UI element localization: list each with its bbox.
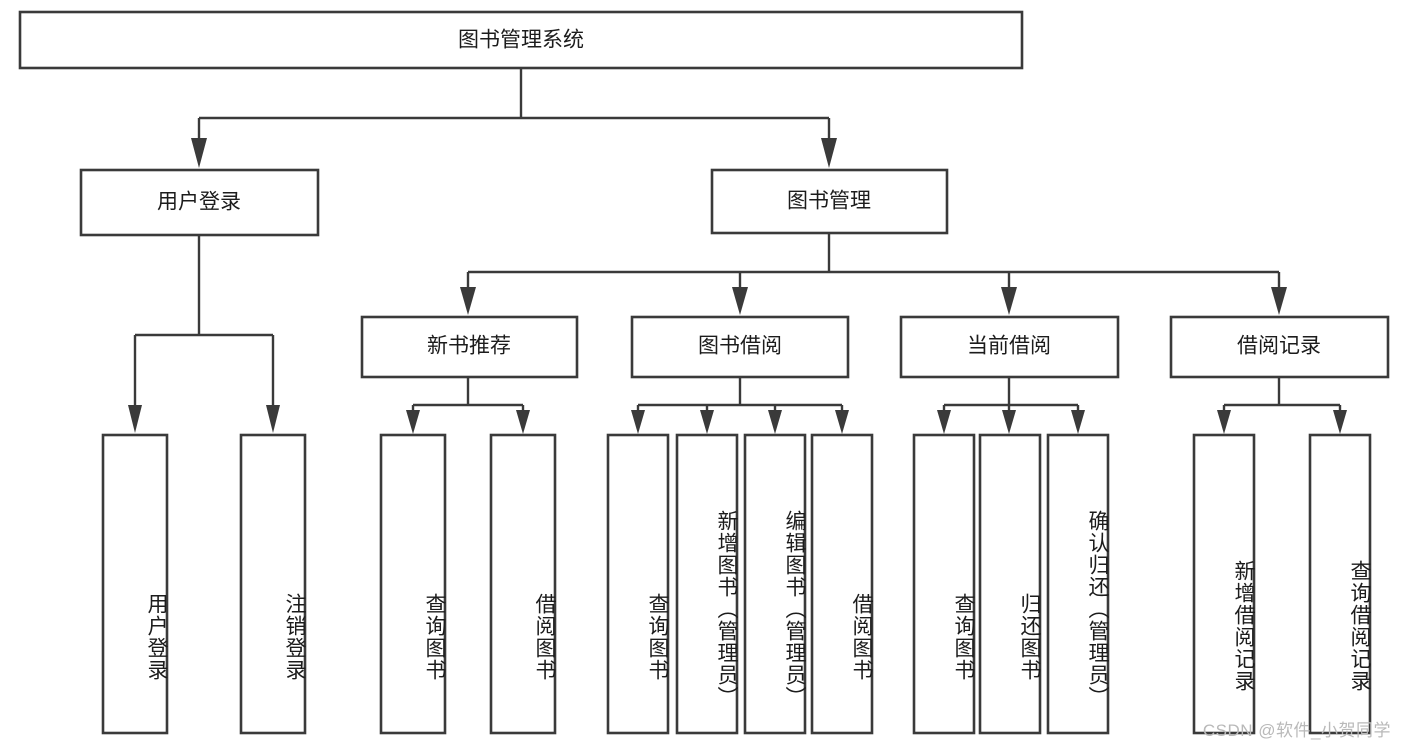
arrow-head-icon — [1002, 410, 1016, 434]
connector-currentborrow-to-leaves — [937, 377, 1085, 434]
node-root[interactable]: 图书管理系统 — [18, 10, 1024, 70]
connector-bookmgmt-to-level2 — [460, 233, 1287, 315]
leaf-box-borrow-book-2[interactable] — [810, 433, 874, 735]
leaf-box-edit-book-admin[interactable] — [743, 433, 807, 735]
arrow-head-icon — [768, 410, 782, 434]
arrow-head-icon — [460, 287, 476, 315]
connector-bookborrow-to-leaves — [631, 377, 849, 434]
leaf-box-user-login[interactable] — [101, 433, 169, 735]
connector-root-to-level1 — [191, 68, 837, 168]
node-label-book-borrow: 图书借阅 — [698, 335, 782, 358]
arrow-head-icon — [128, 405, 142, 433]
leaf-box-borrow-book-1[interactable] — [489, 433, 557, 735]
node-label-current-borrow: 当前借阅 — [967, 335, 1051, 358]
leaf-box-query-book-1[interactable] — [379, 433, 447, 735]
node-label-borrow-record: 借阅记录 — [1237, 335, 1321, 358]
leaf-box-add-borrow-record[interactable] — [1192, 433, 1256, 735]
leaf-box-query-book-3[interactable] — [912, 433, 976, 735]
node-current-borrow[interactable]: 当前借阅 — [899, 315, 1120, 379]
node-label-book-management: 图书管理 — [787, 190, 871, 213]
arrow-head-icon — [1071, 410, 1085, 434]
node-box-rect[interactable] — [1169, 315, 1390, 379]
node-box-rect[interactable] — [899, 315, 1120, 379]
connector-borrowrecord-to-leaves — [1217, 377, 1347, 434]
arrow-head-icon — [266, 405, 280, 433]
leaf-box-add-book-admin[interactable] — [675, 433, 739, 735]
node-book-management[interactable]: 图书管理 — [710, 168, 949, 235]
arrow-head-icon — [1271, 287, 1287, 315]
node-new-book-recommend[interactable]: 新书推荐 — [360, 315, 579, 379]
leaf-box-query-borrow-record[interactable] — [1308, 433, 1372, 735]
arrow-head-icon — [191, 138, 207, 168]
arrow-head-icon — [732, 287, 748, 315]
arrow-head-icon — [937, 410, 951, 434]
node-label-user-login: 用户登录 — [157, 191, 241, 214]
node-user-login[interactable]: 用户登录 — [79, 168, 320, 237]
arrow-head-icon — [1217, 410, 1231, 434]
node-borrow-record[interactable]: 借阅记录 — [1169, 315, 1390, 379]
arrow-head-icon — [406, 410, 420, 434]
node-book-borrow[interactable]: 图书借阅 — [630, 315, 850, 379]
node-box-rect[interactable] — [18, 10, 1024, 70]
node-label-new-book-recommend: 新书推荐 — [427, 335, 511, 358]
node-box-rect[interactable] — [360, 315, 579, 379]
arrow-head-icon — [835, 410, 849, 434]
leaf-box-confirm-return-admin[interactable] — [1046, 433, 1110, 735]
arrow-head-icon — [631, 410, 645, 434]
node-box-rect[interactable] — [710, 168, 949, 235]
leaf-box-logout[interactable] — [239, 433, 307, 735]
watermark-text: CSDN @软件_小贺同学 — [1202, 721, 1391, 740]
arrow-head-icon — [1333, 410, 1347, 434]
node-box-rect[interactable] — [79, 168, 320, 237]
arrow-head-icon — [700, 410, 714, 434]
leaf-box-return-book[interactable] — [978, 433, 1042, 735]
arrow-head-icon — [516, 410, 530, 434]
connector-newbook-to-leaves — [406, 377, 530, 434]
node-box-rect[interactable] — [630, 315, 850, 379]
arrow-head-icon — [1001, 287, 1017, 315]
leaf-box-query-book-2[interactable] — [606, 433, 670, 735]
arrow-head-icon — [821, 138, 837, 168]
node-label-root: 图书管理系统 — [458, 29, 584, 52]
connector-userlogin-to-leaves — [128, 235, 280, 433]
